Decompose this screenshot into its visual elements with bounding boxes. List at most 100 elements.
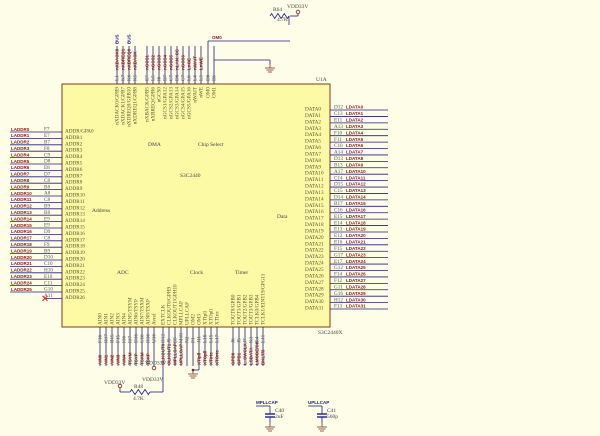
address-net-label: LADDR13	[11, 210, 32, 215]
clock-pin-number: H12	[161, 334, 167, 343]
top-pin-number: L6	[187, 75, 193, 81]
clock-net-label: UPLLCAP	[179, 344, 184, 365]
r48-resistor	[129, 388, 151, 396]
data-pin-number: E12	[334, 233, 343, 239]
data-net-label: LDATA9	[346, 162, 364, 167]
address-net-label: LADDR25	[11, 287, 32, 292]
clock-pin-name: CLKOUT0/GPH9	[167, 287, 173, 325]
adc-net-label: AIN2	[110, 354, 115, 365]
address-net-label: LADDR10	[11, 191, 32, 196]
data-net-label: LDATA12	[346, 182, 366, 187]
data-pin-number: F13	[334, 304, 342, 310]
clock-pin-name: XTIpll	[203, 310, 209, 325]
clock-pin-name: XTIrtc	[215, 310, 221, 325]
address-net-label: LADDR3	[11, 146, 30, 151]
data-net-label: LDATA3	[346, 124, 364, 129]
r48-ref: R48	[134, 384, 143, 390]
data-pin-name: DATA24	[305, 261, 324, 267]
pllcap-ref: C40	[275, 408, 284, 414]
address-net-label: LADDR15	[11, 223, 32, 228]
avref-vdd-label: VDD33V	[145, 361, 166, 367]
top-net-label: nLAN_CS	[175, 49, 180, 70]
data-pin-name: DATA20	[305, 235, 324, 241]
top-net-label: nGCS2	[151, 54, 156, 70]
address-net-label: LADDR17	[11, 236, 32, 241]
top-pin-name: nGCS1/GPA12	[163, 87, 169, 119]
data-pin-number: F14	[334, 272, 342, 278]
adc-pin-number: B15	[110, 334, 116, 343]
data-net-label: LDATA23	[346, 252, 366, 257]
address-pin-name: ADDR23	[65, 276, 85, 282]
timer-pin-number: J7	[243, 338, 249, 343]
data-pin-name: DATA14	[305, 196, 324, 202]
data-net-label: LDATA17	[346, 214, 366, 219]
section-label-adc: ADC	[117, 270, 129, 276]
top-net-label: LnOE	[187, 58, 192, 70]
timer-pin-number: J6	[231, 338, 237, 343]
data-net-label: LDATA0	[346, 105, 364, 110]
data-pin-number: C10	[334, 143, 343, 149]
clock-pin-name: EXTCLK	[161, 304, 167, 325]
adc-pin-number: H17	[104, 334, 110, 343]
address-pin-number: D8	[44, 159, 51, 165]
pllcap-value: 2uF	[275, 414, 284, 420]
data-net-label: LDATA28	[346, 284, 366, 289]
clock-net-label: XTOpll	[203, 351, 208, 365]
timer-net-label: GPB1	[237, 352, 242, 365]
address-pin-number: F7	[44, 127, 50, 133]
data-pin-name: DATA1	[305, 113, 321, 119]
chip-ref: U1A	[316, 77, 327, 83]
pllcap-net-label: UPLLCAP	[308, 400, 329, 405]
top-net-label: nGCS4	[163, 54, 168, 70]
top-pin-number: L1	[115, 75, 121, 81]
timer-net-label: GPB0	[231, 352, 236, 365]
clock-pin-number: L17	[215, 334, 221, 343]
top-pin-name: nGCS4/GPA15	[181, 87, 187, 119]
data-pin-name: DATA2	[305, 119, 321, 125]
clock-net-label: XTIpll	[197, 353, 202, 365]
top-bus-label: BUS	[127, 34, 132, 44]
data-pin-number: H12	[334, 297, 343, 303]
address-pin-name: ADDR19	[65, 250, 85, 256]
data-net-label: LDATA15	[346, 201, 366, 206]
adc-pin-name: AIN7/TSXM	[140, 297, 146, 325]
address-net-label: LADDR18	[11, 242, 32, 247]
data-pin-number: E13	[334, 227, 343, 233]
address-pin-name: ADDR8	[65, 180, 83, 186]
address-net-label: LADDR4	[11, 152, 30, 157]
data-net-label: LDATA20	[346, 233, 366, 238]
top-pin-number: C7	[181, 75, 187, 81]
data-pin-name: DATA22	[305, 248, 324, 254]
top-pin-number: L4	[193, 75, 199, 81]
data-pin-number: F15	[334, 246, 342, 252]
clock-pin-number: P1	[191, 337, 197, 343]
data-net-label: LDATA10	[346, 169, 366, 174]
top-pin-name: nWAIT	[193, 86, 199, 102]
address-net-label: LADDR0	[11, 127, 30, 132]
clock-pin-name: OM2	[191, 314, 197, 325]
address-pin-name: ADDR9	[65, 186, 83, 192]
data-pin-name: DATA9	[305, 164, 321, 170]
r48-value: 4.7K	[133, 396, 144, 402]
data-pin-name: DATA0	[305, 107, 321, 113]
timer-net-label: LSDATA	[249, 347, 254, 365]
address-pin-number: B8	[44, 210, 50, 216]
address-pin-name: ADDR7	[65, 173, 83, 179]
address-pin-name: ADDR11	[65, 199, 85, 205]
chip-part: S3C2440	[180, 173, 201, 179]
data-pin-number: E17	[334, 259, 343, 265]
top-pin-number: I6	[157, 76, 163, 81]
top-pin-name: nGCS2/GPA13	[169, 87, 175, 119]
address-net-label: LADDR8	[11, 178, 30, 183]
top-pin-number: D6	[206, 74, 212, 81]
data-pin-name: DATA10	[305, 171, 324, 177]
top-pin-name: nXBREQ/GPB6	[151, 87, 157, 122]
data-pin-name: DATA31	[305, 306, 324, 312]
clock-pin-name: CLKOUT1/GPH10	[173, 284, 179, 325]
clock-net-label: XTOrtc	[215, 350, 220, 365]
clock-pin-number: J11	[197, 336, 203, 343]
clock-net-label: CLKOUT0	[161, 343, 166, 365]
adc-pin-number: C16	[140, 334, 146, 343]
address-pin-number: C8	[44, 197, 50, 203]
